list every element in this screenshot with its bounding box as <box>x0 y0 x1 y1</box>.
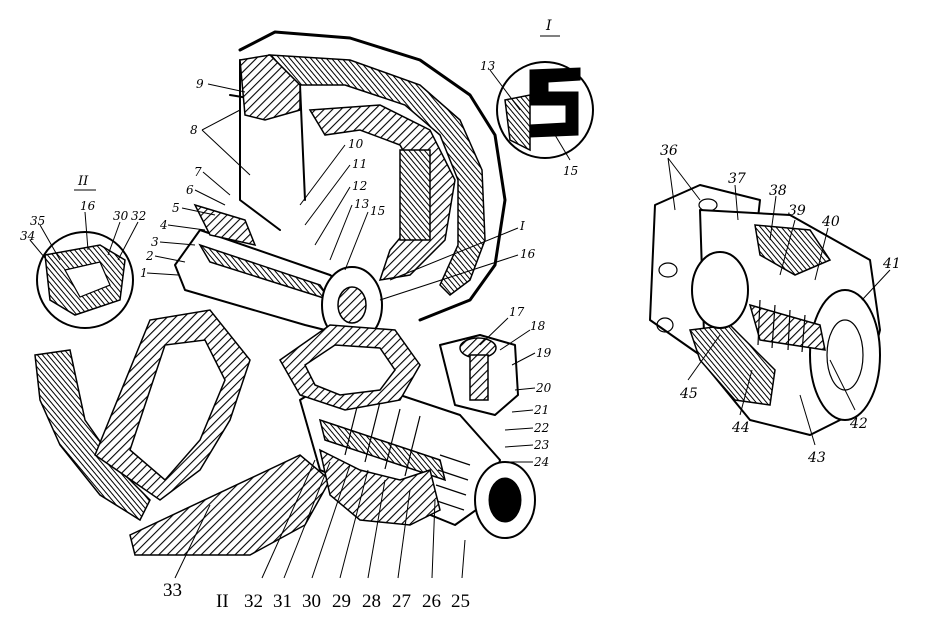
right-end-cap <box>809 289 881 421</box>
frame-housing-outer <box>238 30 507 322</box>
frame-slot <box>399 149 431 241</box>
callout-2: 2 <box>145 249 154 263</box>
callout-19: 19 <box>536 346 552 360</box>
detail-II-title: II <box>77 174 89 189</box>
callout-27: 27 <box>392 591 411 612</box>
callout-42: 42 <box>849 416 868 432</box>
callout-II-bottom: II <box>216 591 229 612</box>
detail-II-callout-34: 34 <box>20 229 35 243</box>
lower-shaft-hatch <box>318 418 447 482</box>
callout-21: 21 <box>533 403 549 417</box>
callout-32: 32 <box>244 591 263 612</box>
main-callout-labels: 9 8 7 6 5 4 3 2 1 10 11 12 13 15 I 16 17… <box>140 77 552 469</box>
detail-I: I 13 15 <box>480 18 594 178</box>
callout-33: 33 <box>163 580 182 601</box>
lower-shaft-knurl <box>433 454 471 511</box>
right-shaft-teeth <box>757 299 806 353</box>
callout-29: 29 <box>332 591 351 612</box>
lower-shaft-rings <box>344 394 421 477</box>
callout-6: 6 <box>186 183 194 197</box>
detail-II-circle <box>36 231 134 329</box>
callout-10: 10 <box>348 137 364 151</box>
callout-31: 31 <box>273 591 292 612</box>
valve-stem <box>469 354 489 401</box>
callout-13: 13 <box>354 197 370 211</box>
callout-17: 17 <box>509 305 525 319</box>
callout-28: 28 <box>362 591 381 612</box>
callout-36: 36 <box>660 143 678 159</box>
callout-38: 38 <box>769 183 787 199</box>
detail-I-title: I <box>545 18 552 34</box>
callout-44: 44 <box>731 420 750 436</box>
detail-I-profile <box>529 67 581 138</box>
callout-16: 16 <box>520 247 536 261</box>
callout-41: 41 <box>882 256 901 272</box>
detail-II-callout-30: 30 <box>113 209 129 223</box>
detail-I-callout-15: 15 <box>563 164 578 178</box>
detail-II-callout-35: 35 <box>30 214 45 228</box>
main-assembly <box>34 30 536 556</box>
callout-8: 8 <box>190 123 198 137</box>
callout-20: 20 <box>535 381 552 395</box>
right-assembly <box>649 184 881 436</box>
callout-43: 43 <box>807 450 826 466</box>
lower-shaft-nut-core <box>488 477 522 523</box>
detail-I-hatch <box>504 94 531 152</box>
right-bore <box>691 251 749 329</box>
callout-7: 7 <box>194 165 202 179</box>
right-body-hatch-top <box>754 224 832 276</box>
callout-24: 24 <box>533 455 549 469</box>
detail-I-callout-13: 13 <box>480 59 496 73</box>
callout-25: 25 <box>451 591 470 612</box>
lower-gear <box>318 448 441 526</box>
right-callout-labels: 36 37 38 39 40 41 42 43 44 45 <box>660 143 901 466</box>
callout-23: 23 <box>533 438 550 452</box>
bottom-callout-labels: 33 II 32 31 30 29 28 27 26 25 <box>163 580 470 612</box>
callout-15: 15 <box>370 204 385 218</box>
bottom-leaders <box>174 459 466 579</box>
frame-inner-ring <box>308 104 456 281</box>
callout-4: 4 <box>159 218 168 232</box>
callout-22: 22 <box>533 421 549 435</box>
right-leaders <box>667 157 891 446</box>
callout-3: 3 <box>151 235 159 249</box>
callout-5: 5 <box>172 201 180 215</box>
callout-40: 40 <box>821 214 840 230</box>
callout-12: 12 <box>352 179 367 193</box>
callout-18: 18 <box>530 319 546 333</box>
callout-9: 9 <box>196 77 204 91</box>
center-wheel-cut <box>304 344 396 396</box>
section-mark-I: I <box>519 219 525 233</box>
right-flange-bolt-left <box>658 262 678 278</box>
callout-37: 37 <box>728 171 746 187</box>
callout-39: 39 <box>788 203 806 219</box>
callout-30: 30 <box>302 591 321 612</box>
callout-26: 26 <box>422 591 441 612</box>
detail-II: II 16 30 32 35 34 <box>20 174 146 329</box>
upper-shaft-hub <box>337 286 367 324</box>
right-flange-bolt-bottom <box>656 317 674 333</box>
callout-45: 45 <box>679 386 698 402</box>
detail-II-inner <box>64 261 111 298</box>
detail-II-callout-16: 16 <box>80 199 96 213</box>
arm-opening <box>129 339 226 482</box>
right-shaft-gear <box>748 303 826 351</box>
upper-collar <box>193 203 257 247</box>
main-leaders <box>146 83 536 463</box>
callout-11: 11 <box>352 157 367 171</box>
detail-I-circle <box>496 61 594 159</box>
detail-II-callout-32: 32 <box>131 209 146 223</box>
left-bracket <box>34 349 151 522</box>
callout-1: 1 <box>140 266 148 280</box>
frame-upper-block <box>239 54 301 121</box>
frame-housing-band <box>268 54 486 296</box>
